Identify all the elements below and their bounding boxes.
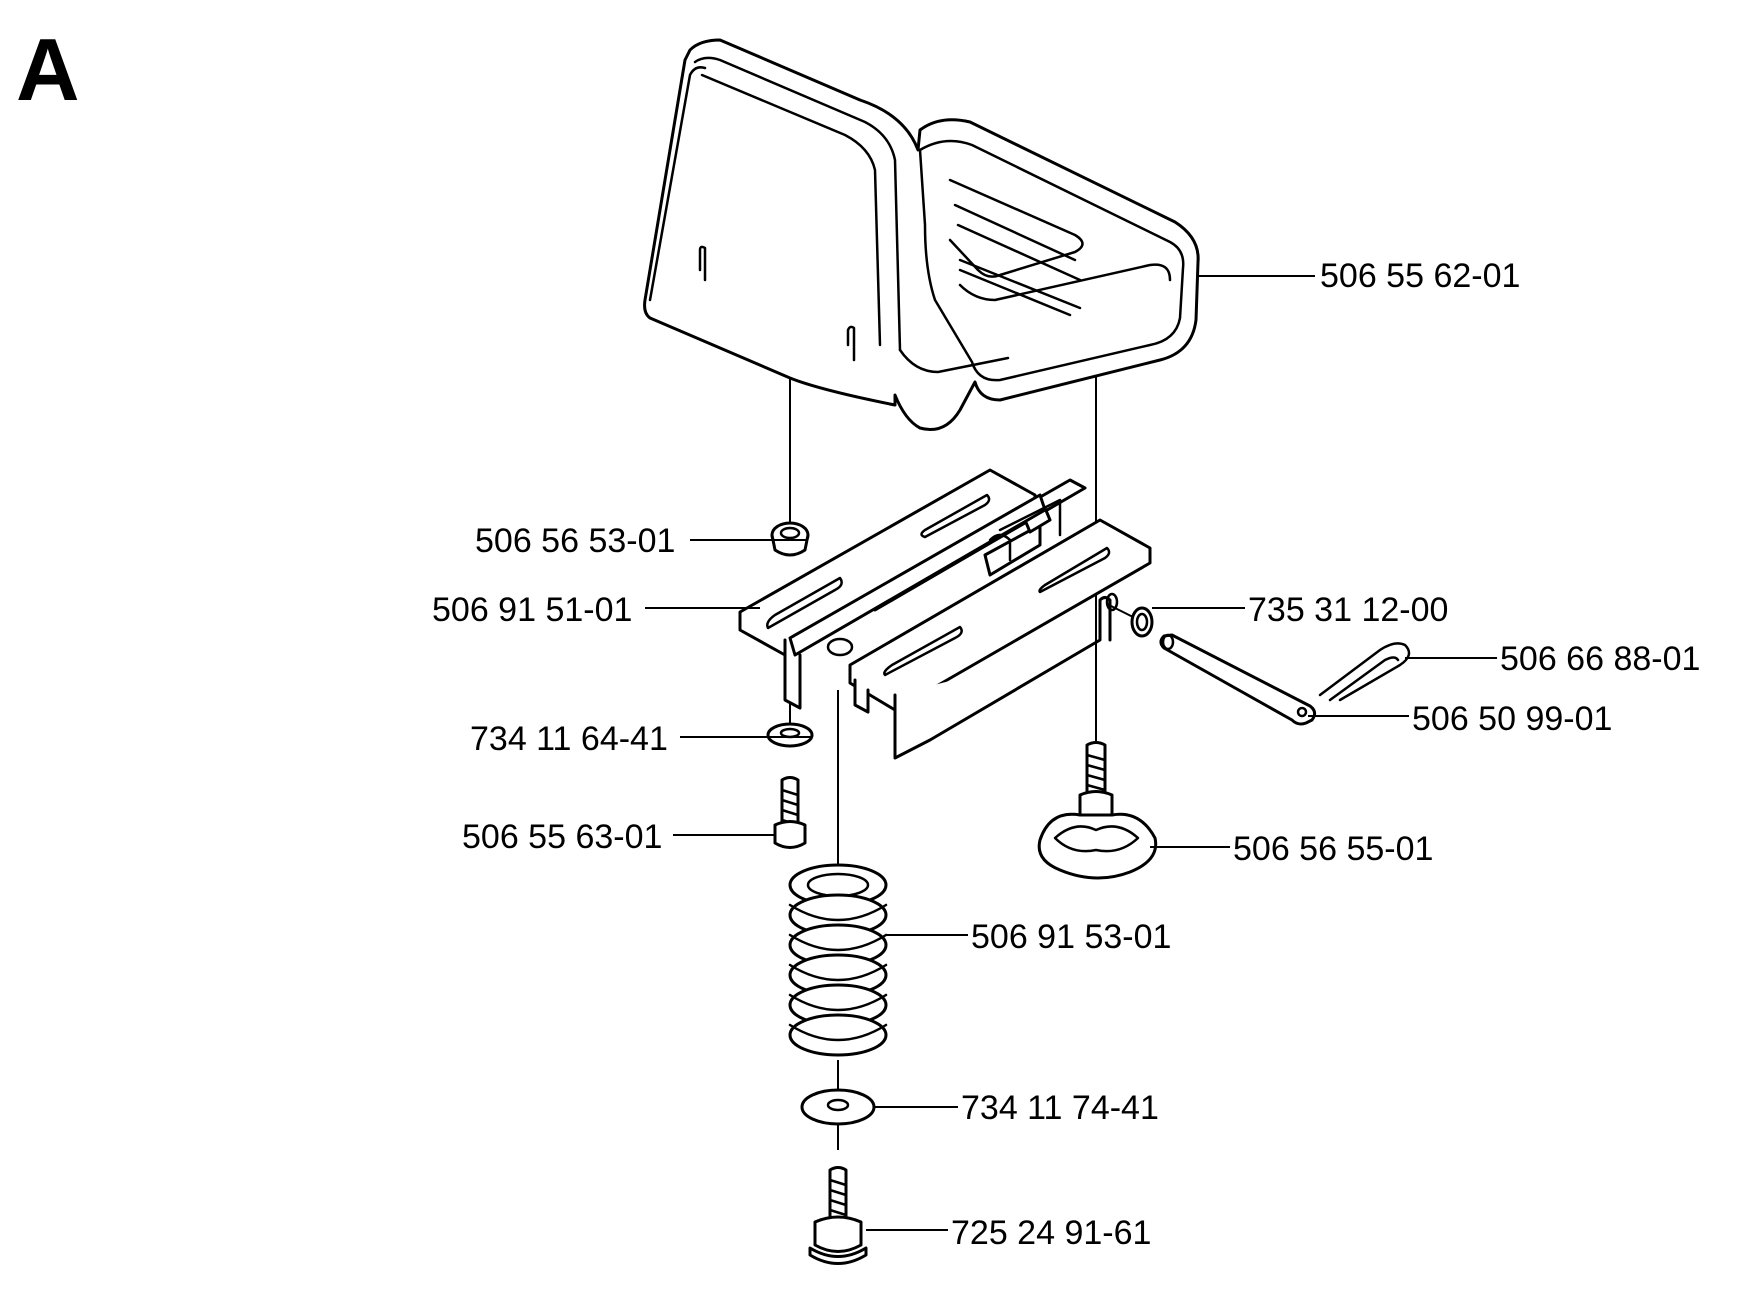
part-label-seat: 506 55 62-01 [1320,257,1520,295]
knob-handle[interactable] [1037,741,1158,880]
hair-clip[interactable] [1318,642,1411,702]
part-label-washer-ring: 735 31 12-00 [1248,591,1448,629]
socket-screw[interactable] [773,776,807,849]
coil-spring[interactable] [788,863,888,1057]
small-washer[interactable] [766,722,814,748]
section-letter: A [16,20,80,119]
seat-shell[interactable] [643,38,1200,431]
part-label-washer-small: 734 11 64-41 [470,720,668,758]
part-label-spring: 506 91 53-01 [971,918,1171,956]
ring-washer[interactable] [1130,606,1154,638]
part-label-cap: 506 56 53-01 [475,522,675,560]
part-label-bolt: 725 24 91-61 [951,1214,1151,1252]
part-label-knob: 506 56 55-01 [1233,830,1433,868]
part-label-bracket: 506 91 51-01 [432,591,632,629]
part-label-washer-large: 734 11 74-41 [961,1089,1159,1127]
part-label-pin: 506 50 99-01 [1412,700,1612,738]
leader-lines [645,275,1497,1231]
clevis-pin[interactable] [1159,633,1317,726]
seat-bracket[interactable] [738,468,1152,760]
part-label-screw: 506 55 63-01 [462,818,662,856]
part-label-hair-clip: 506 66 88-01 [1500,640,1700,678]
large-washer[interactable] [800,1088,876,1126]
flange-bolt[interactable] [808,1166,868,1265]
